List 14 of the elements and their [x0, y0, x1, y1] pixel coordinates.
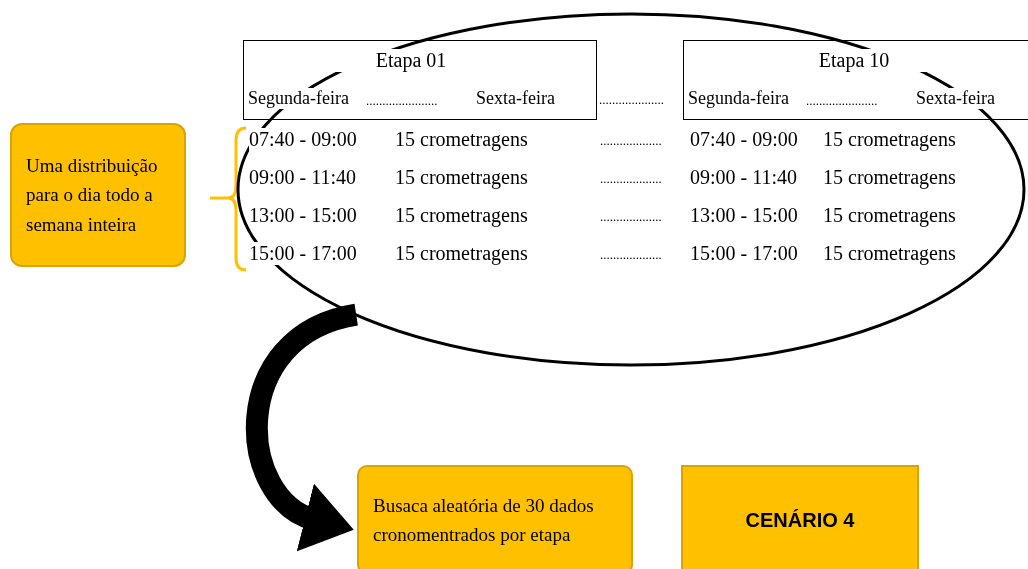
process-box	[10, 123, 186, 267]
curved-arrow	[246, 303, 360, 549]
box-text: Uma distribuição para o dia todo a semana inteira	[26, 153, 159, 237]
box-text: CENÁRIO 4	[745, 507, 855, 533]
box-text: Busaca aleatória de 30 dados cronomentrados por etapa	[373, 493, 595, 547]
header-box	[683, 40, 1028, 120]
weekday-label: Sexta-feira	[916, 88, 995, 109]
weekday-label: Segunda-feira	[688, 88, 789, 109]
ellipse-outline	[236, 12, 1026, 367]
weekday-label: Segunda-feira	[248, 88, 349, 109]
process-box	[357, 465, 633, 569]
time-range: 07:40 - 09:00	[249, 128, 357, 151]
process-box	[681, 465, 919, 569]
time-range: 15:00 - 17:00	[249, 242, 357, 265]
